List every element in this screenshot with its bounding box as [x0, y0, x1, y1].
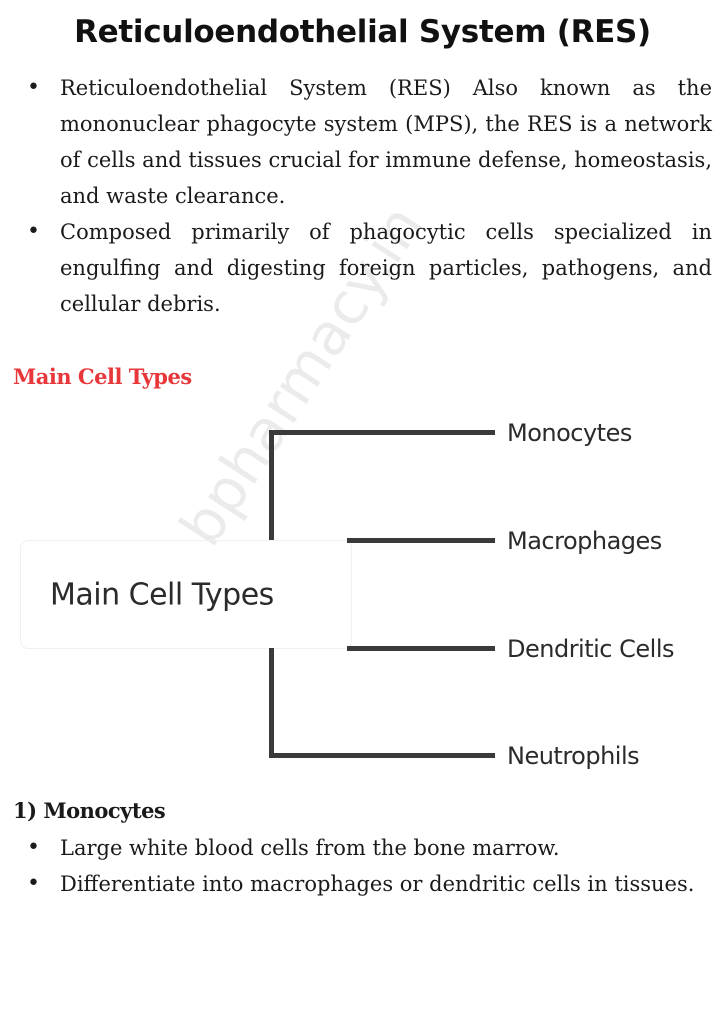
intro-bullet-list: Reticuloendothelial System (RES) Also kn…	[0, 70, 725, 322]
section-heading-main-cell-types: Main Cell Types	[13, 364, 192, 389]
list-item: Reticuloendothelial System (RES) Also kn…	[0, 70, 725, 214]
connector-line	[269, 753, 495, 758]
branch-label-dendritic-cells: Dendritic Cells	[507, 635, 675, 663]
branch-label-macrophages: Macrophages	[507, 527, 662, 555]
connector-line	[269, 648, 274, 758]
section-heading-monocytes: 1) Monocytes	[13, 798, 166, 823]
connector-line	[269, 430, 274, 540]
monocytes-bullet-list: Large white blood cells from the bone ma…	[0, 830, 725, 902]
list-item: Differentiate into macrophages or dendri…	[0, 866, 725, 902]
list-item: Large white blood cells from the bone ma…	[0, 830, 725, 866]
connector-line	[347, 646, 495, 651]
branch-label-neutrophils: Neutrophils	[507, 742, 640, 770]
branch-label-monocytes: Monocytes	[507, 419, 632, 447]
page-title: Reticuloendothelial System (RES)	[74, 14, 651, 50]
list-item: Composed primarily of phagocytic cells s…	[0, 214, 725, 322]
diagram-root-label: Main Cell Types	[50, 577, 274, 613]
connector-line	[347, 538, 495, 543]
diagram-root-box	[20, 540, 352, 649]
connector-line	[269, 430, 495, 435]
